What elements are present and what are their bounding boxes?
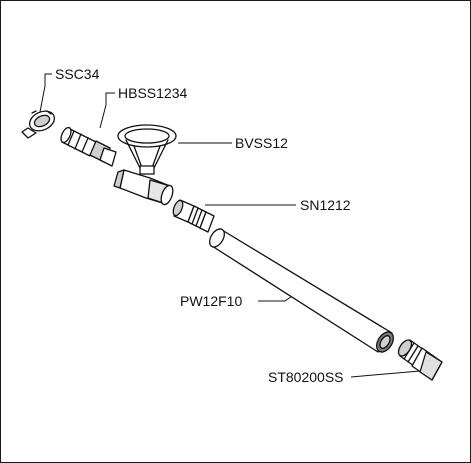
label-ssc34: SSC34 <box>55 66 100 82</box>
label-st80200ss: ST80200SS <box>268 369 344 385</box>
label-bvss12: BVSS12 <box>235 135 288 151</box>
label-sn1212: SN1212 <box>300 197 351 213</box>
label-pw12f10: PW12F10 <box>180 293 242 309</box>
hose-clamp-part <box>21 110 56 139</box>
label-hbss1234: HBSS1234 <box>118 85 187 101</box>
pipe-part <box>209 228 394 353</box>
nipple-part <box>172 199 215 233</box>
leader-ssc34 <box>39 73 52 113</box>
ball-valve-part <box>113 124 177 206</box>
leader-hbss1234 <box>99 92 115 129</box>
strainer-part <box>397 339 443 381</box>
leader-lines <box>39 73 421 378</box>
hose-barb-part <box>60 126 117 167</box>
leader-st80200ss <box>350 370 421 378</box>
